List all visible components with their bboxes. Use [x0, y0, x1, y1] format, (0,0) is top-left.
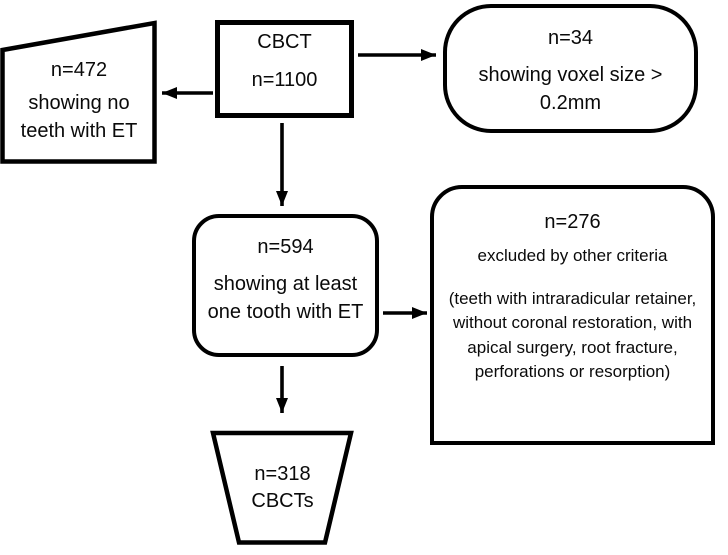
one-tooth-line: one tooth with ET: [207, 301, 364, 323]
node-excluded: n=276 excluded by other criteria (teeth …: [430, 185, 715, 445]
excluded-detail-line: perforations or resorption): [474, 362, 671, 381]
one-tooth-count: n=594: [257, 236, 314, 258]
node-final: n=318 CBCTs: [213, 440, 352, 535]
final-label: CBCTs: [251, 489, 314, 512]
one-tooth-line: showing at least: [213, 273, 358, 295]
cbct-title: CBCT: [257, 31, 312, 53]
node-one-tooth: n=594 showing at least one tooth with ET: [192, 214, 379, 357]
no-teeth-line: showing no: [28, 91, 130, 114]
voxel-line: showing voxel size >: [478, 64, 663, 86]
excluded-count: n=276: [544, 211, 601, 233]
excluded-detail-line: apical surgery, root fracture,: [467, 337, 678, 357]
voxel-line: 0.2mm: [539, 92, 602, 114]
node-no-teeth: n=472 showing no teeth with ET: [3, 40, 155, 158]
voxel-description: showing voxel size > 0.2mm: [479, 61, 663, 117]
excluded-detail-line: (teeth with intraradicular retainer,: [448, 288, 697, 308]
node-voxel: n=34 showing voxel size > 0.2mm: [443, 4, 698, 133]
voxel-count: n=34: [547, 27, 594, 49]
excluded-detail-line: without coronal restoration, with: [452, 313, 693, 332]
no-teeth-count: n=472: [50, 58, 108, 81]
no-teeth-description: showing no teeth with ET: [21, 89, 138, 145]
node-cbct: CBCT n=1100: [215, 20, 354, 118]
one-tooth-description: showing at least one tooth with ET: [208, 270, 364, 326]
excluded-details: (teeth with intraradicular retainer, wit…: [449, 287, 697, 385]
node-no-teeth-shape: [0, 20, 157, 164]
final-count: n=318: [254, 462, 311, 485]
node-final-shape: [210, 430, 354, 545]
no-teeth-line: teeth with ET: [20, 119, 138, 142]
cbct-count: n=1100: [251, 69, 318, 91]
excluded-title: excluded by other criteria: [477, 246, 668, 265]
